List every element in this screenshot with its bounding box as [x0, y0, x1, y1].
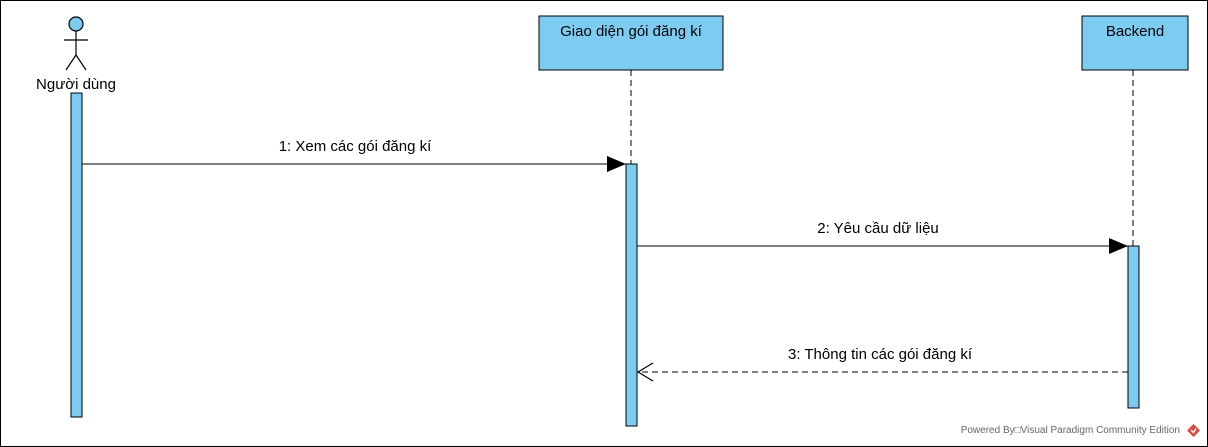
backend-activation [1127, 245, 1140, 409]
message-2[interactable]: 2: Yêu cầu dữ liệu [637, 220, 1128, 254]
lifeline-backend-label: Backend [1106, 23, 1164, 40]
message-1-label: 1: Xem các gói đăng kí [279, 138, 432, 155]
lifeline-ui-box [538, 15, 724, 71]
message-1[interactable]: 1: Xem các gói đăng kí [82, 138, 626, 172]
message-3[interactable]: 3: Thông tin các gói đăng kí [636, 346, 1128, 382]
visual-paradigm-logo-icon [1187, 424, 1200, 437]
lifeline-backend-box [1081, 15, 1189, 71]
message-3-label: 3: Thông tin các gói đăng kí [788, 346, 973, 363]
message-3-open-arrowhead [636, 362, 654, 382]
actor-head [68, 16, 84, 32]
actor-label: Người dùng [36, 76, 116, 93]
lifeline-ui-label: Giao diện gói đăng kí [560, 23, 703, 40]
ui-activation [625, 163, 638, 427]
lifeline-backend[interactable]: Backend [1081, 15, 1189, 71]
lifeline-ui[interactable]: Giao diện gói đăng kí [538, 15, 724, 71]
actor-activation [70, 92, 83, 418]
actor-user[interactable]: Người dùng [36, 16, 116, 93]
message-2-label: 2: Yêu cầu dữ liệu [817, 220, 939, 237]
actor-right-leg [75, 54, 87, 71]
footer-watermark: Powered By□Visual Paradigm Community Edi… [960, 425, 1180, 436]
actor-left-leg [65, 54, 77, 71]
